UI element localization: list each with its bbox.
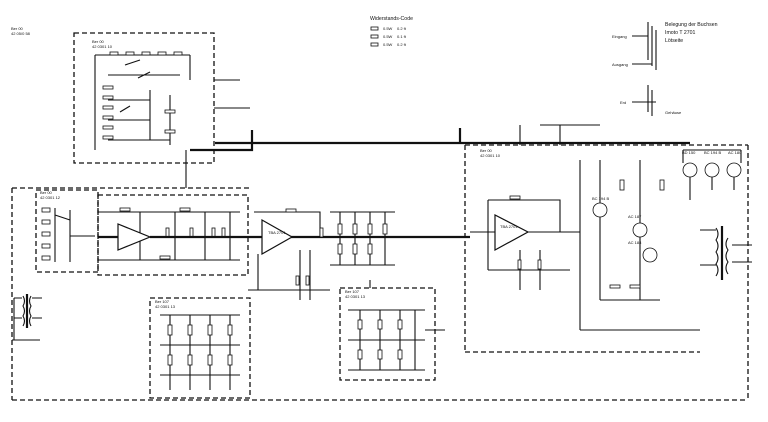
power-stage-block: Ber 00 42 0301 10 xyxy=(464,144,748,353)
resistor-code-legend: Widerstands-Code 0.5W 0.2 ft 0.5W 0.1 ft… xyxy=(370,16,413,47)
top-switch-code: 42 0301 10 xyxy=(92,44,113,49)
transistor-label-ac180: AC 180 xyxy=(728,150,742,155)
transistor-label-ac187: AC 187 xyxy=(628,214,642,219)
mid-switch-block: Ber 107 42 0301 13 xyxy=(339,280,445,381)
output-transformer xyxy=(700,226,752,280)
socket-label-eingang: Eingang xyxy=(612,34,627,39)
transistor-label-bc194b-2: BC 194 B xyxy=(704,150,721,155)
transistor-ac187 xyxy=(632,222,648,238)
top-switch-block: Ber 00 42 0301 10 xyxy=(73,32,215,164)
opamp-1 xyxy=(117,223,152,251)
socket-label-erd: Erd xyxy=(620,100,626,105)
socket-label-gehaeuse: Gehäuse xyxy=(665,110,682,115)
legend-row-1-code: 0.5W xyxy=(383,26,393,31)
board-code-label: 42 05/0 58 xyxy=(11,31,31,36)
top-switch-id: Ber 00 xyxy=(92,39,105,44)
bottom-switch-block: Ber 107 42 0301 13 xyxy=(149,297,251,399)
opamp-2-label: TBA 2701 xyxy=(268,230,286,235)
legend-row-2-value: 0.1 ft xyxy=(397,34,407,39)
transistor-ac188 xyxy=(642,247,658,263)
opamp-2 xyxy=(261,218,294,256)
input-transformer xyxy=(12,294,42,341)
legend-row-1-value: 0.2 ft xyxy=(397,26,407,31)
power-supply-transistors: BD 150 BC 194 B AC 180 xyxy=(682,149,742,200)
output-transistors: BC 194 B AC 187 AC 188 xyxy=(579,160,700,331)
legend-row-3-value: 0.2 ft xyxy=(397,42,407,47)
transistor-bd150 xyxy=(682,162,698,178)
transistor-ac180 xyxy=(726,162,742,178)
input-selector-code: 42 0301 12 xyxy=(40,195,61,200)
input-selector-block: Ber 00 42 0301 12 xyxy=(35,189,99,273)
input-selector-id: Ber 00 xyxy=(40,190,53,195)
transistor-bc194b-1 xyxy=(592,202,608,218)
transistor-bc194b-2 xyxy=(704,162,720,178)
legend-row-2-code: 0.5W xyxy=(383,34,393,39)
tone-stage xyxy=(330,211,395,266)
outer-frame xyxy=(11,145,749,401)
socket-line-2: Imoto T 2701 xyxy=(665,30,695,36)
transistor-label-bd150: BD 150 xyxy=(682,150,696,155)
transistor-label-ac188: AC 188 xyxy=(628,240,642,245)
mid-switch-code: 42 0301 13 xyxy=(345,294,366,299)
power-stage-id: Ber 00 xyxy=(480,148,493,153)
board-id-label: Ber 00 xyxy=(11,26,24,31)
socket-pinout: Belegung der Buchsen Imoto T 2701 Lötsei… xyxy=(612,22,718,116)
opamp-3-stage: TBA 2701 xyxy=(470,195,580,290)
power-stage-code: 42 0301 10 xyxy=(480,153,501,158)
preamp-block xyxy=(97,194,249,276)
legend-title: Widerstands-Code xyxy=(370,16,413,22)
socket-label-ausgang: Ausgang xyxy=(612,62,628,67)
top-switch-resistors xyxy=(102,51,183,140)
opamp-3-label: TBA 2701 xyxy=(500,224,518,229)
bottom-switch-id: Ber 107 xyxy=(155,299,170,304)
transistor-label-bc194b: BC 194 B xyxy=(592,196,609,201)
mid-switch-id: Ber 107 xyxy=(345,289,360,294)
opamp-2-stage: TBA 2701 xyxy=(248,208,330,300)
socket-line-3: Lötseite xyxy=(665,38,683,44)
legend-row-3-code: 0.5W xyxy=(383,42,393,47)
socket-title: Belegung der Buchsen xyxy=(665,22,718,28)
opamp-3 xyxy=(494,214,530,252)
bottom-switch-code: 42 0301 13 xyxy=(155,304,176,309)
